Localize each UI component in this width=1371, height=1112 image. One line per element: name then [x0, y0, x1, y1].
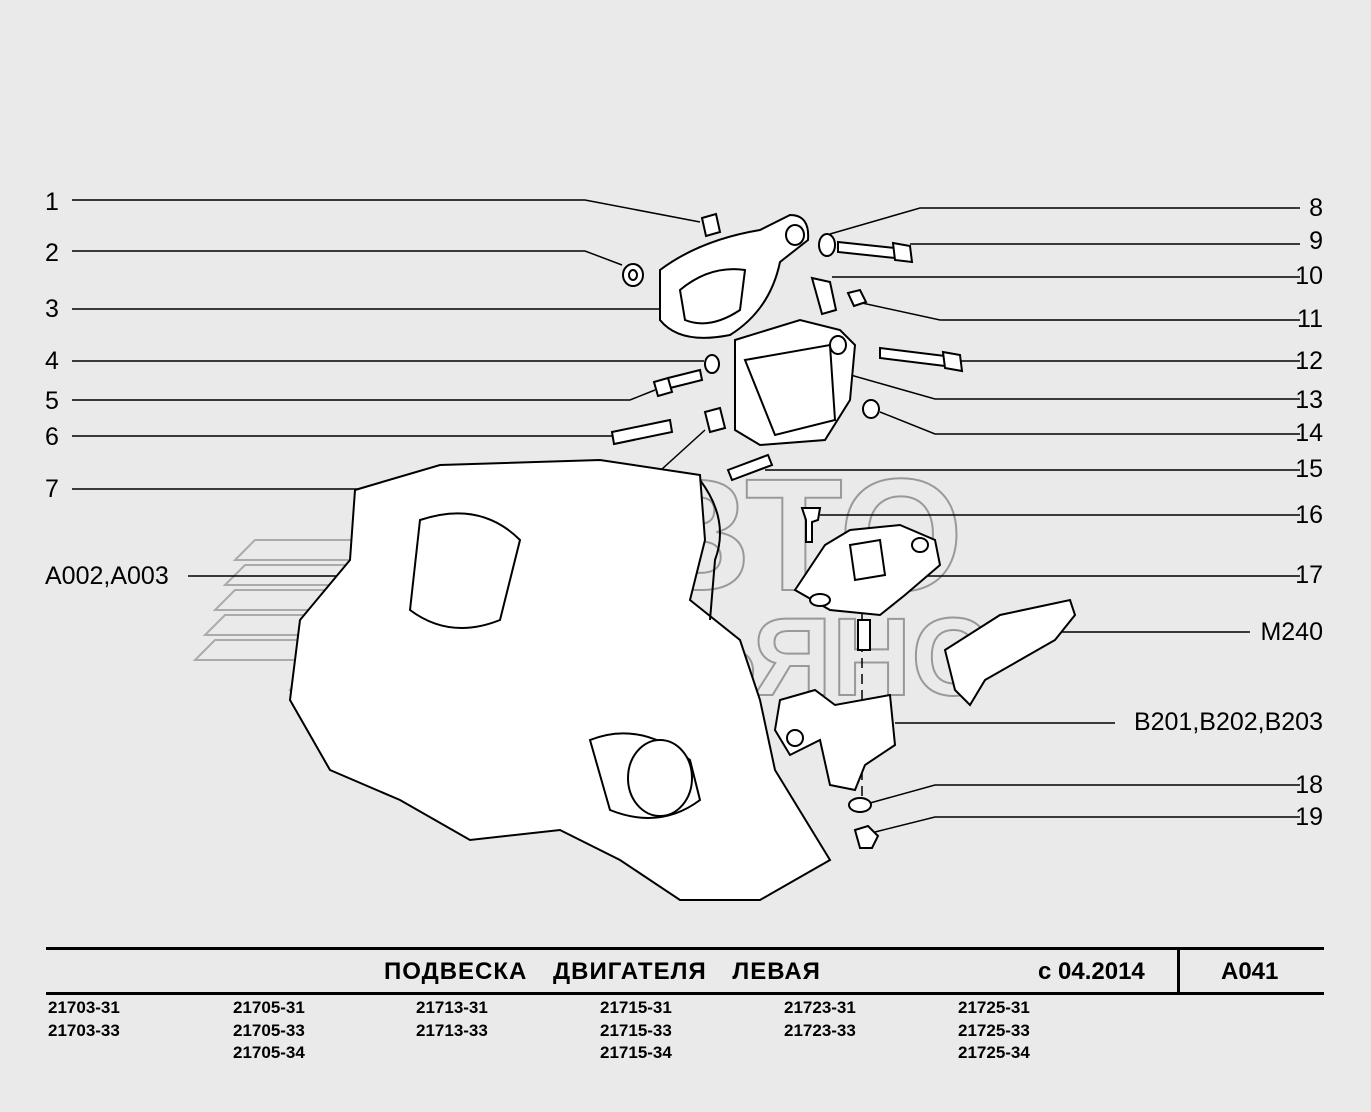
callout-14: 14 — [1295, 419, 1323, 447]
nut-part-1-icon — [700, 212, 722, 238]
model-list: 21703-31 21703-33 21705-31 21705-33 2170… — [48, 997, 1148, 1067]
plate-part-10-icon — [810, 276, 838, 316]
title-date: с 04.2014 — [1038, 958, 1145, 985]
model-column-5: 21723-31 21723-33 — [784, 997, 856, 1042]
model-code: 21715-31 — [600, 998, 672, 1017]
callout-13: 13 — [1295, 386, 1323, 414]
model-column-4: 21715-31 21715-33 21715-34 — [600, 997, 672, 1065]
page-title: ПОДВЕСКА ДВИГАТЕЛЯ ЛЕВАЯ — [384, 958, 821, 985]
nut-part-19-icon — [853, 824, 880, 849]
bracket-b201-icon — [773, 688, 897, 792]
callout-a002-a003: A002,A003 — [45, 562, 169, 590]
parts — [288, 212, 1077, 901]
callout-15: 15 — [1295, 455, 1323, 483]
stud-part-6-icon — [610, 418, 674, 446]
model-code: 21713-33 — [416, 1020, 488, 1040]
callout-1: 1 — [45, 188, 59, 216]
callout-7: 7 — [45, 475, 59, 503]
washer-part-4-icon — [704, 354, 720, 374]
nut-part-11-icon — [846, 288, 868, 308]
model-code: 21723-33 — [784, 1020, 856, 1040]
bolt-part-5-icon — [666, 368, 704, 390]
model-code: 21725-31 — [958, 998, 1030, 1017]
callout-3: 3 — [45, 295, 59, 323]
model-code: 21703-33 — [48, 1020, 120, 1040]
model-code: 21713-31 — [416, 998, 488, 1017]
callout-11: 11 — [1297, 305, 1323, 333]
callout-17: 17 — [1295, 561, 1323, 589]
callout-8: 8 — [1309, 194, 1323, 222]
washer-part-18-icon — [848, 797, 872, 813]
nut-part-14-icon — [862, 399, 880, 419]
model-code: 21703-31 — [48, 998, 120, 1017]
model-code: 21725-33 — [958, 1020, 1030, 1040]
callout-b201-b202-b203: B201,B202,B203 — [1133, 708, 1323, 736]
bracket-part-13-icon — [734, 318, 857, 447]
model-code: 21725-34 — [958, 1043, 1030, 1062]
callout-16: 16 — [1295, 501, 1323, 529]
callout-9: 9 — [1309, 227, 1323, 255]
callout-m240: M240 — [1260, 618, 1323, 646]
model-code: 21705-33 — [233, 1020, 305, 1040]
title-divider — [1177, 950, 1180, 992]
model-column-3: 21713-31 21713-33 — [416, 997, 488, 1042]
model-code: 21705-31 — [233, 998, 305, 1017]
callout-10: 10 — [1295, 262, 1323, 290]
stud-part-15-icon — [726, 453, 774, 482]
leader-lines — [72, 199, 1300, 833]
callout-19: 19 — [1295, 803, 1323, 831]
callout-5: 5 — [45, 387, 59, 415]
bolt-part-16-icon — [800, 507, 822, 543]
model-code: 21705-34 — [233, 1043, 305, 1062]
shield-m240-icon — [943, 598, 1077, 707]
model-column-1: 21703-31 21703-33 — [48, 997, 120, 1042]
washer-part-8-icon — [818, 233, 836, 257]
model-column-6: 21725-31 21725-33 21725-34 — [958, 997, 1030, 1065]
callout-6: 6 — [45, 423, 59, 451]
bolt-part-9-icon — [837, 240, 896, 260]
title-code: A041 — [1221, 958, 1279, 985]
callout-18: 18 — [1295, 771, 1323, 799]
model-column-2: 21705-31 21705-33 21705-34 — [233, 997, 305, 1065]
title-bar: ПОДВЕСКА ДВИГАТЕЛЯ ЛЕВАЯ с 04.2014 A041 — [46, 947, 1324, 995]
model-code: 21715-33 — [600, 1020, 672, 1040]
model-code: 21715-34 — [600, 1043, 672, 1062]
callout-2: 2 — [45, 239, 59, 267]
bolt-part-12-icon — [879, 346, 946, 368]
callout-12: 12 — [1295, 347, 1323, 375]
model-code: 21723-31 — [784, 998, 856, 1017]
bushing-part-7-icon — [703, 406, 727, 434]
callout-4: 4 — [45, 347, 59, 375]
engine-mount-diagram: АВТО АЛЬЯНС — [72, 199, 1300, 901]
